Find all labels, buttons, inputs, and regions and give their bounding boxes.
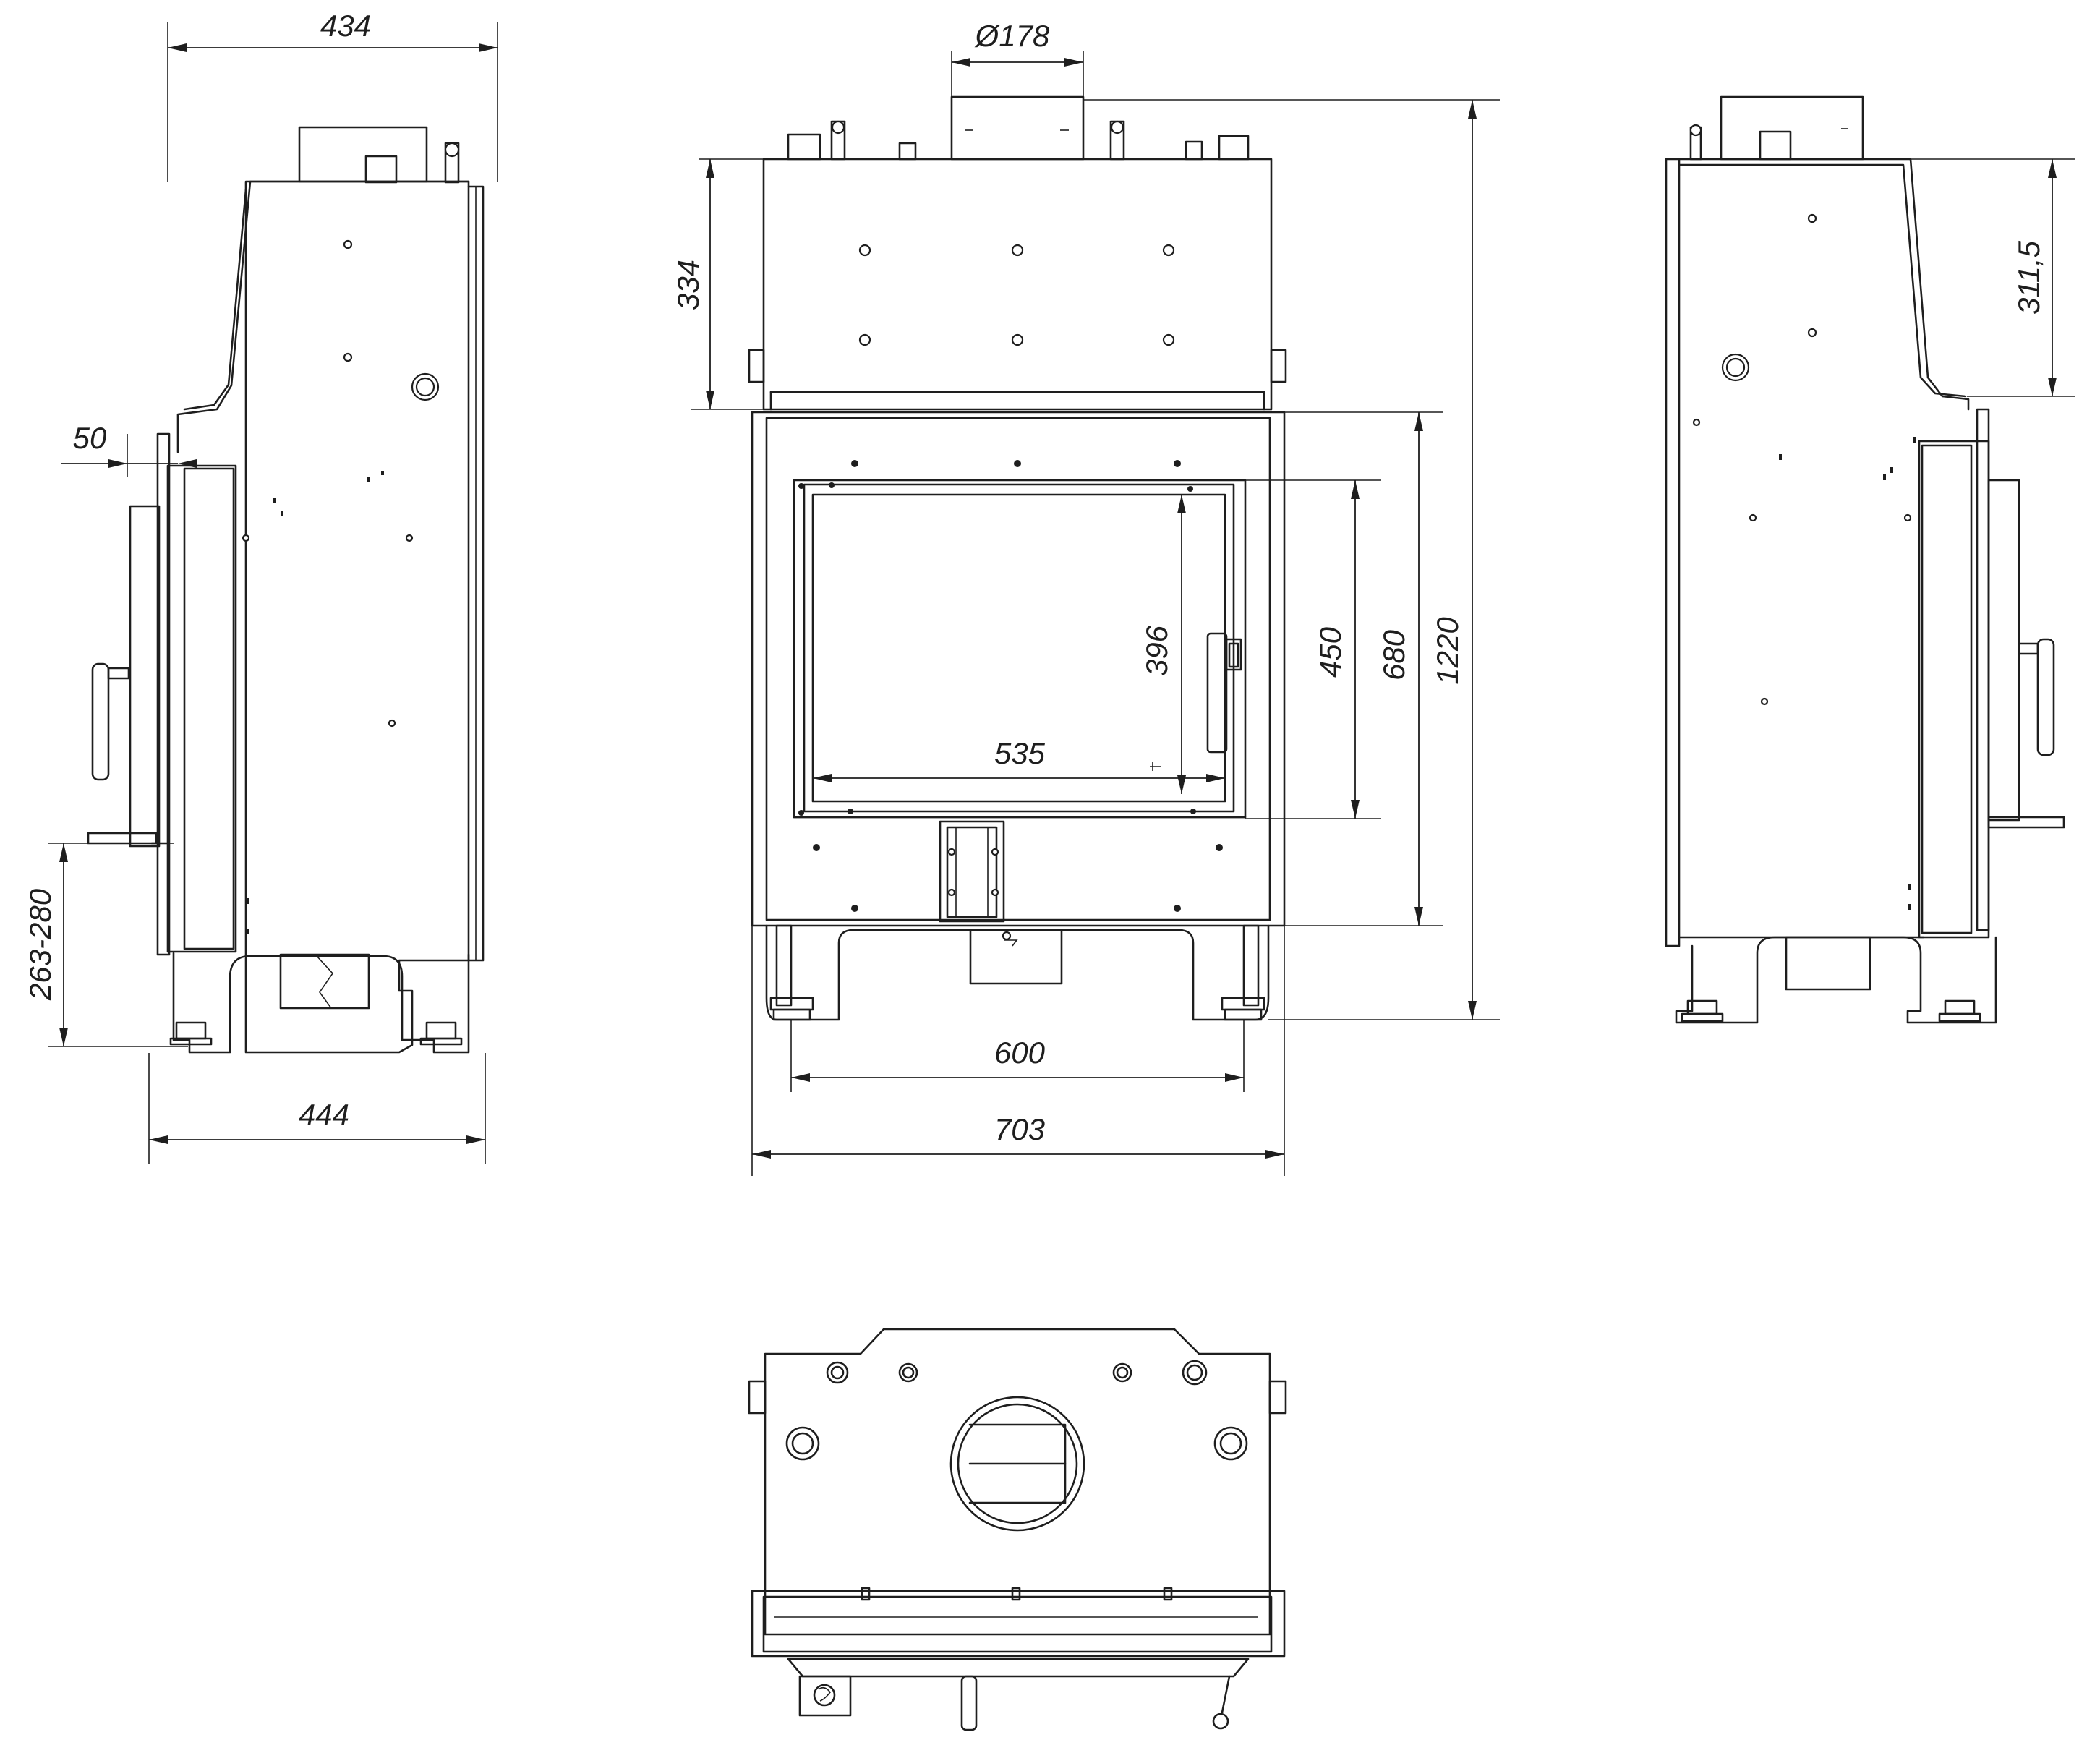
dim-total-height: 1220 (1430, 617, 1464, 685)
dim-side-front-offset: 50 (73, 421, 107, 455)
dim-glass-width: 535 (994, 736, 1046, 770)
dim-leg-span: 600 (994, 1036, 1046, 1070)
dim-side-floor-height: 263-280 (23, 888, 57, 1001)
dim-outlet-diameter: Ø178 (974, 19, 1050, 53)
dim-top-height: 334 (671, 260, 705, 310)
front-view: Ø178 334 396 535 450 680 (671, 19, 1500, 1176)
dim-total-width: 703 (994, 1112, 1045, 1146)
dim-glass-height: 396 (1140, 625, 1174, 676)
right-side-view: 311,5 (1665, 95, 2075, 1024)
dim-side-top-depth: 434 (320, 9, 371, 43)
dim-side-bottom-depth: 444 (299, 1098, 349, 1132)
dim-door-opening-height: 450 (1313, 626, 1347, 678)
left-side-view: 434 50 263-280 444 (23, 9, 498, 1164)
dim-front-height: 680 (1377, 629, 1411, 681)
top-view (748, 1328, 1287, 1731)
dim-right-top-height: 311,5 (2012, 240, 2046, 315)
